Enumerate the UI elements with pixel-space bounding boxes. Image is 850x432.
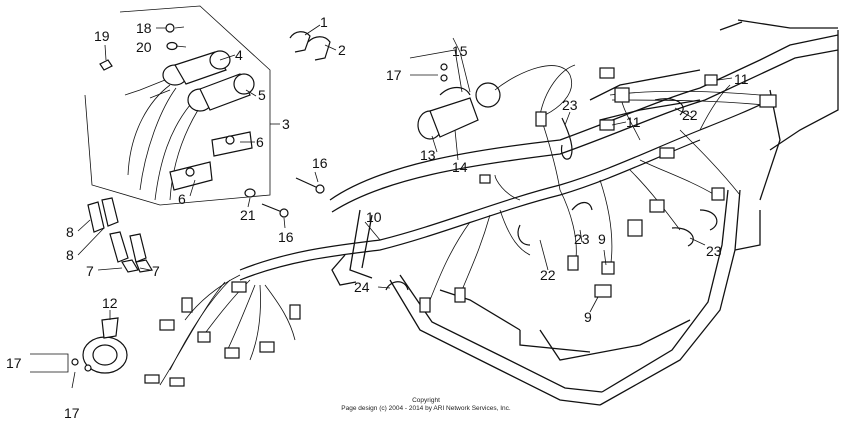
callout-17-horn-left: 17 — [6, 355, 22, 371]
callout-1: 1 — [320, 14, 328, 30]
spark-plug-caps — [87, 197, 153, 273]
callout-5: 5 — [258, 87, 266, 103]
callout-13: 13 — [420, 147, 436, 163]
wire-clamps — [385, 98, 718, 291]
callout-15: 15 — [452, 43, 468, 59]
callout-23-mid: 23 — [574, 231, 590, 247]
callout-2: 2 — [338, 42, 346, 58]
callout-21: 21 — [240, 207, 256, 223]
callout-23-top: 23 — [562, 97, 578, 113]
callout-9-lower: 9 — [584, 309, 592, 325]
leader-lines — [71, 24, 733, 389]
harness-clips — [289, 31, 331, 61]
callout-3: 3 — [282, 116, 290, 132]
callout-6-upper: 6 — [256, 134, 264, 150]
callout-7-left: 7 — [86, 263, 94, 279]
callout-22-rear: 22 — [682, 107, 698, 123]
callout-6-lower: 6 — [178, 191, 186, 207]
callout-14: 14 — [452, 159, 468, 175]
ignition-coil-assembly — [84, 5, 271, 206]
copyright-notice: Copyright Page design (c) 2004 - 2014 by… — [341, 397, 511, 412]
callout-24: 24 — [354, 279, 370, 295]
copyright-line-2: Page design (c) 2004 - 2014 by ARI Netwo… — [341, 405, 511, 412]
callout-22-lower: 22 — [540, 267, 556, 283]
callout-9-upper: 9 — [598, 231, 606, 247]
callout-labels: 1 2 3 4 5 6 6 7 7 8 8 9 9 10 11 11 12 13… — [6, 14, 749, 421]
callout-19: 19 — [94, 28, 110, 44]
copyright-line-1: Copyright — [412, 397, 440, 404]
callout-10: 10 — [366, 209, 382, 225]
bolts — [244, 177, 325, 218]
harness-connectors — [144, 67, 777, 387]
ignition-switch-assembly — [409, 49, 573, 140]
callout-20: 20 — [136, 39, 152, 55]
ignition-coil-lower — [187, 73, 255, 112]
callout-17-switch: 17 — [386, 67, 402, 83]
horn-assembly — [30, 317, 128, 374]
callout-11-front: 11 — [626, 114, 641, 130]
callout-12: 12 — [102, 295, 118, 311]
callout-16-upper: 16 — [312, 155, 328, 171]
ignition-coil-upper — [162, 50, 231, 86]
callout-7-right: 7 — [152, 263, 160, 279]
callout-17-horn-bottom: 17 — [64, 405, 80, 421]
callout-23-right: 23 — [706, 243, 722, 259]
main-wire-harness — [159, 64, 771, 386]
callout-8-upper: 8 — [66, 224, 74, 240]
callout-4: 4 — [235, 47, 243, 63]
callout-11-rear: 11 — [734, 71, 749, 87]
motorcycle-frame — [329, 19, 839, 406]
callout-16-lower: 16 — [278, 229, 294, 245]
callout-8-lower: 8 — [66, 247, 74, 263]
callout-18: 18 — [136, 20, 152, 36]
